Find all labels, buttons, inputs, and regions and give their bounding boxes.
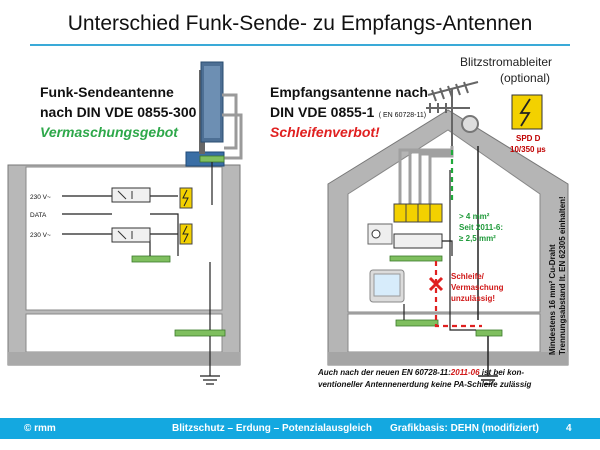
arrester-label-line1: Blitzstromableiter (460, 55, 553, 69)
title-underline (30, 44, 570, 46)
left-heading-line2: nach DIN VDE 0855-300 (40, 104, 197, 120)
red-note-line2: Vermaschung (451, 283, 504, 292)
footer-page-number: 4 (566, 423, 572, 434)
lightning-conductor (477, 146, 498, 385)
green-note-line3: ≥ 2,5 mm² (459, 234, 496, 243)
left-protection-devices (111, 187, 193, 245)
right-protection-devices (367, 203, 503, 337)
arrester-spec: 10/350 µs (510, 145, 546, 154)
right-heading-line1: Empfangsantenne nach (270, 84, 428, 100)
right-wiring (403, 170, 476, 331)
bottom-note-line1: Auch nach der neuen EN 60728-11:2011-06 … (318, 368, 524, 377)
input-label-data: DATA (30, 212, 47, 219)
footer-topic: Blitzschutz – Erdung – Potenzialausgleic… (172, 423, 373, 434)
antenna-diagram: 230 V~ DATA 230 V~ (7, 61, 569, 385)
arrester-label-line2: (optional) (500, 71, 551, 85)
input-label-230v-bottom: 230 V~ (30, 232, 51, 239)
forbidden-x-icon (428, 276, 444, 292)
bottom-note-part1: Auch nach der neuen EN 60728-11: (318, 368, 451, 377)
bottom-note-line2: ventioneller Antennenerdung keine PA-Sch… (318, 380, 532, 389)
footer-copyright: © rmm (24, 423, 56, 434)
footer-source: Grafikbasis: DEHN (modifiziert) (390, 423, 539, 434)
left-wiring (62, 162, 220, 385)
arrester-name: SPD D (516, 134, 541, 143)
right-tv-set (369, 269, 405, 303)
right-heading-line2-wrap: DIN VDE 0855-1 ( EN 60728-11) (270, 104, 426, 122)
red-note-line3: unzulässig! (451, 294, 496, 303)
slide-title: Unterschied Funk-Sende- zu Empfangs-Ante… (67, 12, 533, 35)
green-note-line1: > 4 mm² (459, 212, 490, 221)
spd-lightning-arrester-icon (511, 94, 543, 130)
left-equipotential-bars (131, 155, 226, 337)
left-transmitting-antenna-mast (199, 61, 224, 154)
right-heading-norm: ( EN 60728-11) (378, 112, 427, 119)
right-rule-text: Schleifenverbot! (270, 124, 380, 140)
vertical-note-2: Trennungsabstand lt. EN 62305 einhalten! (558, 196, 567, 355)
green-note-line2: Seit 2011-6: (459, 223, 504, 232)
right-heading-line2: DIN VDE 0855-1 (270, 104, 375, 120)
red-note-line1: Schleife/ (451, 272, 484, 281)
bottom-note-part2: ist bei kon- (479, 368, 525, 377)
left-heading-line1: Funk-Sendeantenne (40, 84, 174, 100)
right-receiving-antenna (426, 81, 479, 146)
footer-bar: © rmm Blitzschutz – Erdung – Potenzialau… (0, 418, 600, 439)
vertical-note-1: Mindestens 16 mm² Cu-Draht (548, 244, 557, 355)
left-cabling (222, 93, 243, 160)
left-rule-text: Vermaschungsgebot (40, 124, 178, 140)
bottom-note-date: 2011-06 (450, 368, 480, 377)
input-label-230v-top: 230 V~ (30, 194, 51, 201)
